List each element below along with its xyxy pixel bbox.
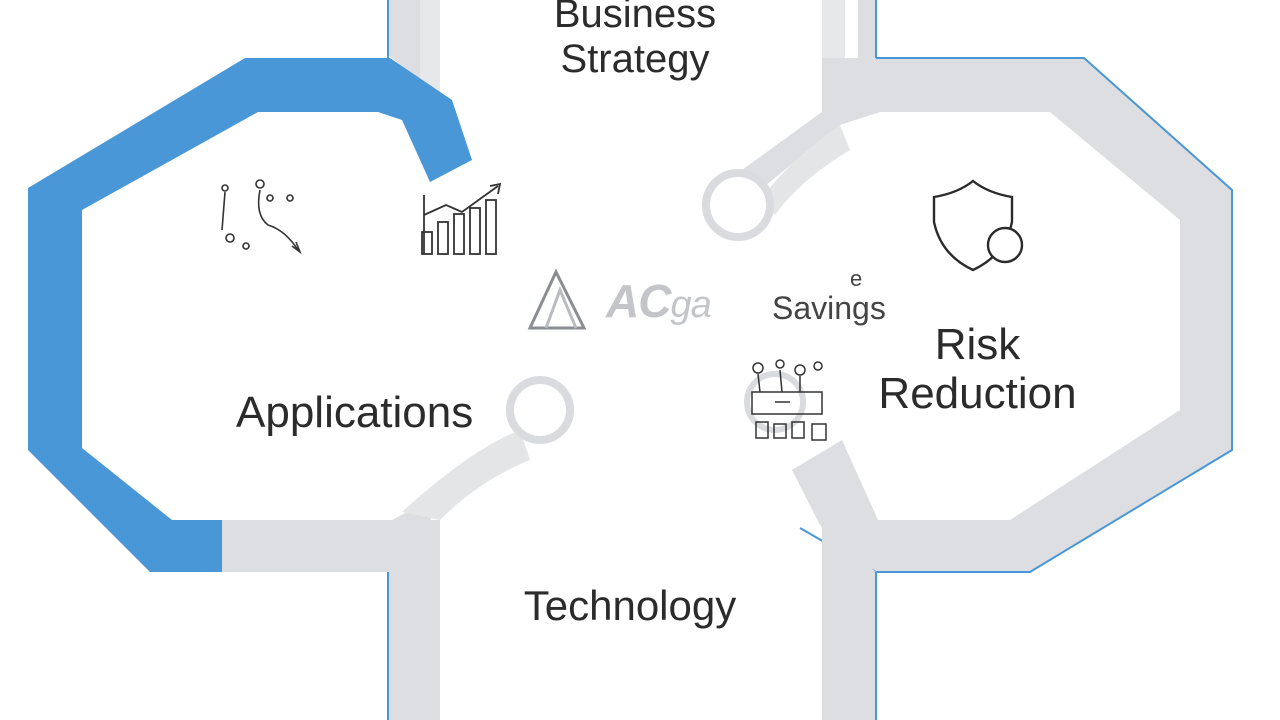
brand-suffix: ga [670, 284, 711, 326]
savings-label: Savings [772, 290, 886, 326]
segment-label-applications: Applications [236, 388, 474, 437]
left-octagon [28, 58, 472, 572]
workflow-sketch-icon [751, 359, 827, 441]
shield-icon [932, 179, 1024, 272]
segment-label-business-strategy: Business Strategy [553, 0, 717, 81]
bottom-arm [387, 520, 877, 720]
connector-ring-left [506, 376, 574, 444]
savings-superscript: e [850, 266, 863, 291]
route-map-icon [221, 179, 302, 255]
inner-connector-left [402, 430, 530, 520]
brand-main: AC [606, 275, 671, 327]
inner-connector-right [760, 125, 850, 215]
segment-label-technology: Technology [523, 582, 737, 629]
logo-a-icon [527, 268, 587, 330]
growth-chart-icon [421, 182, 502, 255]
connector-ring-top [702, 169, 774, 241]
center-brand-text: ACga [606, 274, 712, 328]
segment-label-risk-reduction: Risk Reduction [878, 320, 1077, 419]
